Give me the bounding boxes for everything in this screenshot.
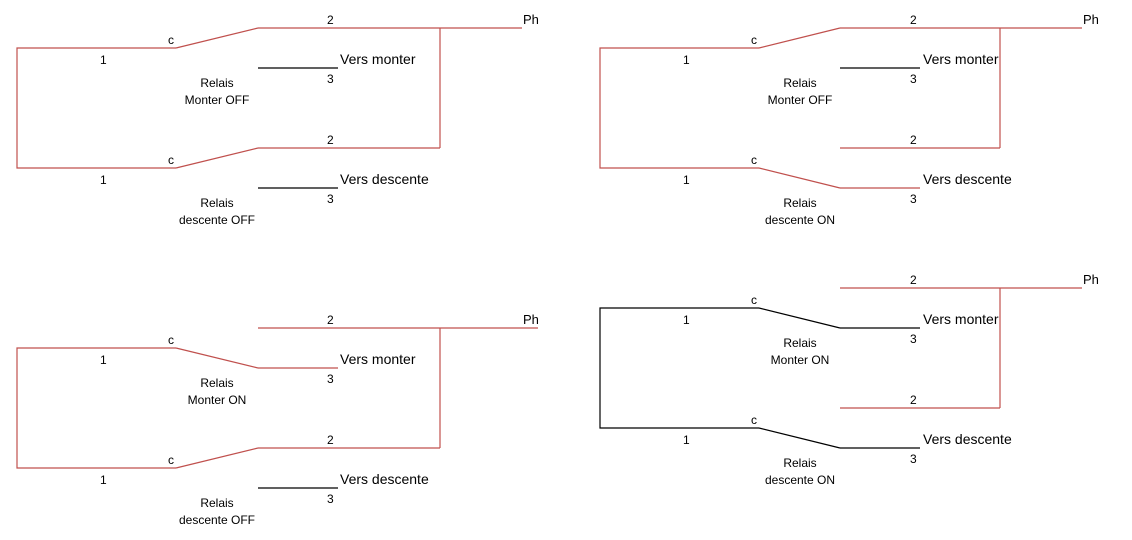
- pin-2-label: 2: [327, 133, 334, 147]
- vers-descente-label: Vers descente: [340, 471, 429, 487]
- panel-bottom-left: Ph 1 c 2 Vers monter 3 Relais Monter ON …: [16, 312, 539, 527]
- ph-label: Ph: [1083, 272, 1099, 287]
- vers-descente-label: Vers descente: [340, 171, 429, 187]
- descente-switch-arm: [758, 167, 841, 189]
- pin-3-label: 3: [327, 492, 334, 506]
- pin-2-label: 2: [327, 13, 334, 27]
- relay-descente-state: descente OFF: [179, 513, 255, 527]
- panel-top-right: Ph 1 c 2 Vers monter 3 Relais Monter OFF…: [599, 12, 1099, 227]
- monter-switch-arm: [175, 347, 259, 369]
- relais-label: Relais: [200, 496, 233, 510]
- common-label: c: [751, 413, 757, 427]
- common-label: c: [168, 153, 174, 167]
- pin-1-label: 1: [683, 433, 690, 447]
- relais-label: Relais: [200, 76, 233, 90]
- pin-1-label: 1: [683, 313, 690, 327]
- pin-1-label: 1: [100, 173, 107, 187]
- loop-wire: [16, 347, 176, 469]
- ph-label: Ph: [1083, 12, 1099, 27]
- common-label: c: [168, 33, 174, 47]
- panel-bottom-right: Ph 1 c 2 Vers monter 3 Relais Monter ON …: [599, 272, 1099, 487]
- vers-descente-label: Vers descente: [923, 171, 1012, 187]
- pin-2-label: 2: [910, 393, 917, 407]
- loop-wire: [16, 47, 176, 169]
- common-label: c: [751, 153, 757, 167]
- relay-monter-state: Monter ON: [188, 393, 247, 407]
- vers-monter-label: Vers monter: [340, 51, 416, 67]
- common-label: c: [168, 453, 174, 467]
- descente-switch-arm: [758, 427, 841, 449]
- relais-label: Relais: [783, 456, 816, 470]
- pin-3-label: 3: [910, 192, 917, 206]
- relais-label: Relais: [783, 336, 816, 350]
- vers-monter-label: Vers monter: [923, 51, 999, 67]
- relay-descente-state: descente ON: [765, 473, 835, 487]
- panel-top-left: Ph 1 c 2 Vers monter 3 Relais Monter OFF…: [16, 12, 539, 227]
- descente-switch-arm: [175, 447, 259, 469]
- relay-monter-state: Monter ON: [771, 353, 830, 367]
- relais-label: Relais: [200, 196, 233, 210]
- vers-descente-label: Vers descente: [923, 431, 1012, 447]
- common-label: c: [751, 33, 757, 47]
- relay-monter-state: Monter OFF: [768, 93, 833, 107]
- pin-3-label: 3: [327, 72, 334, 86]
- pin-2-label: 2: [327, 313, 334, 327]
- ph-label: Ph: [523, 12, 539, 27]
- pin-3-label: 3: [327, 192, 334, 206]
- ph-label: Ph: [523, 312, 539, 327]
- pin-2-label: 2: [910, 133, 917, 147]
- vers-monter-label: Vers monter: [923, 311, 999, 327]
- relay-descente-state: descente OFF: [179, 213, 255, 227]
- relais-label: Relais: [783, 76, 816, 90]
- pin-1-label: 1: [683, 173, 690, 187]
- pin-2-label: 2: [910, 13, 917, 27]
- pin-3-label: 3: [910, 332, 917, 346]
- vers-monter-label: Vers monter: [340, 351, 416, 367]
- common-label: c: [751, 293, 757, 307]
- pin-3-label: 3: [910, 452, 917, 466]
- relay-monter-state: Monter OFF: [185, 93, 250, 107]
- loop-wire: [599, 47, 759, 169]
- monter-switch-arm: [758, 307, 841, 329]
- pin-2-label: 2: [910, 273, 917, 287]
- pin-3-label: 3: [910, 72, 917, 86]
- pin-2-label: 2: [327, 433, 334, 447]
- relais-label: Relais: [783, 196, 816, 210]
- pin-1-label: 1: [683, 53, 690, 67]
- relay-descente-state: descente ON: [765, 213, 835, 227]
- pin-1-label: 1: [100, 473, 107, 487]
- loop-wire: [599, 307, 759, 429]
- monter-switch-arm: [758, 27, 841, 49]
- monter-switch-arm: [175, 27, 259, 49]
- pin-1-label: 1: [100, 353, 107, 367]
- pin-1-label: 1: [100, 53, 107, 67]
- common-label: c: [168, 333, 174, 347]
- relais-label: Relais: [200, 376, 233, 390]
- descente-switch-arm: [175, 147, 259, 169]
- pin-3-label: 3: [327, 372, 334, 386]
